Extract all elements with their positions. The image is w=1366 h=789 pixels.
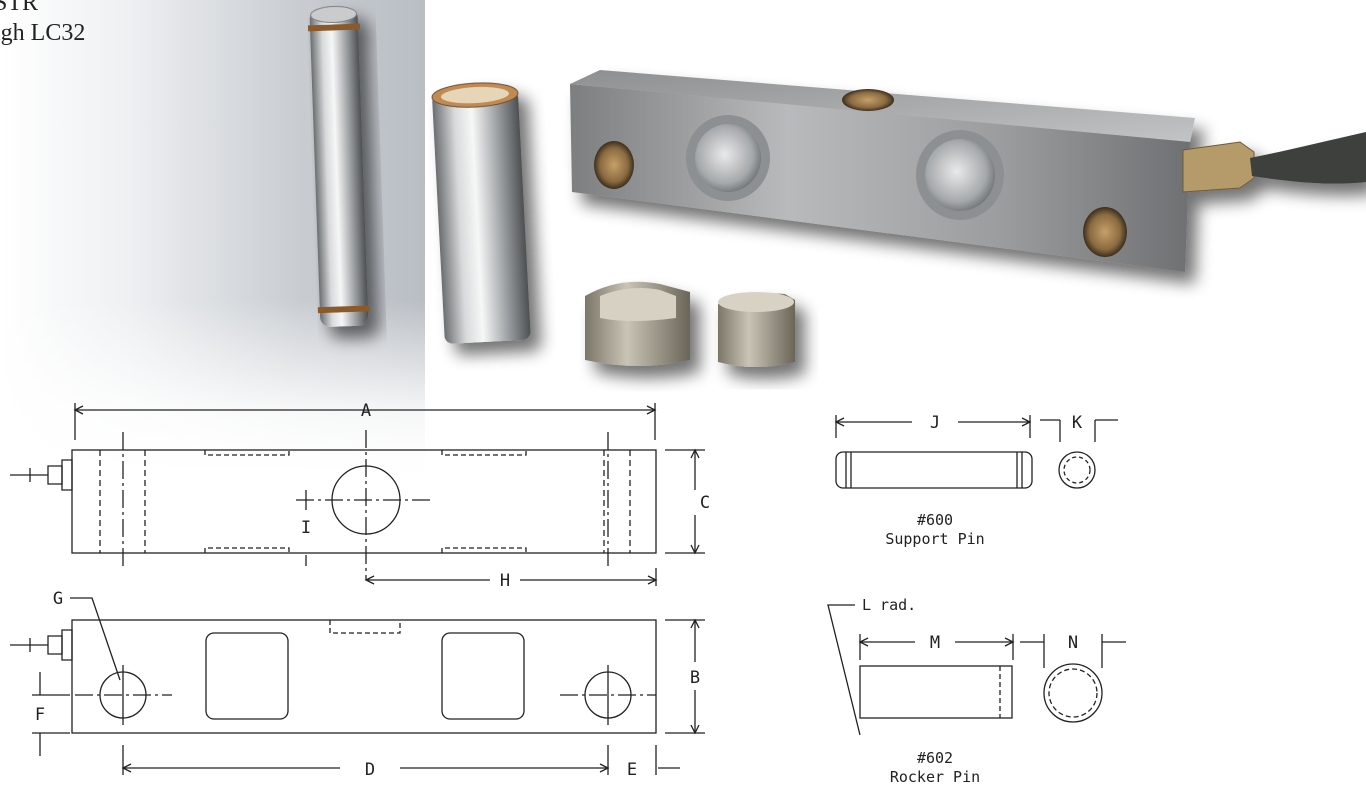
label-l: L rad. — [862, 596, 916, 614]
dimension-labels: A C I H G B F D E J K L rad. M N #600 Su… — [35, 401, 1083, 786]
rocker-pin-name: Rocker Pin — [890, 768, 980, 786]
label-j: J — [930, 413, 940, 433]
support-pin-name: Support Pin — [885, 530, 984, 548]
support-pin-number: #600 — [917, 511, 953, 529]
label-c: C — [700, 493, 710, 513]
shear-beam-photo — [570, 70, 1366, 272]
rocker-photo-2 — [718, 292, 795, 367]
header-caption: STR igh LC32 — [0, 0, 85, 48]
backdrop-fade — [0, 395, 425, 789]
label-m: M — [930, 633, 940, 653]
sleeve-photo — [431, 82, 531, 344]
label-d: D — [365, 760, 375, 780]
label-i: I — [301, 518, 311, 538]
header-line-2: igh LC32 — [0, 20, 86, 46]
label-a: A — [361, 401, 371, 421]
label-b: B — [690, 668, 700, 688]
header-line-1: STR — [0, 0, 39, 16]
label-f: F — [35, 705, 45, 725]
label-k: K — [1072, 413, 1083, 433]
label-h: H — [500, 571, 510, 591]
label-n: N — [1068, 633, 1078, 653]
label-g: G — [53, 589, 63, 609]
rocker-photo-1 — [585, 281, 690, 366]
rocker-pin-number: #602 — [917, 749, 953, 767]
technical-drawing — [10, 403, 1126, 775]
support-pin-photo — [307, 5, 370, 327]
label-e: E — [627, 760, 637, 780]
